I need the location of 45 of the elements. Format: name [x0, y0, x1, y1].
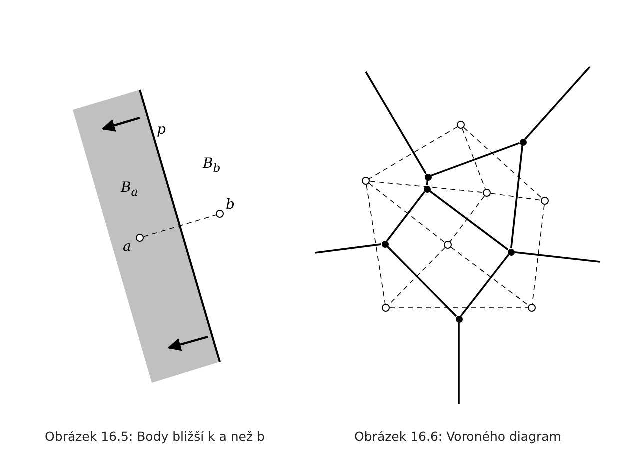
- dashed-line: [369, 126, 458, 180]
- line: [458, 322, 460, 404]
- dashed-line: [462, 128, 486, 190]
- line: [386, 246, 458, 318]
- dashed-line: [464, 127, 542, 199]
- vertex-dot: [424, 174, 432, 180]
- line: [429, 190, 509, 251]
- line: [365, 72, 427, 174]
- figure-caption: Obrázek 16.6: Voroného diagram: [354, 429, 562, 444]
- point-marker: [362, 177, 370, 185]
- dashed-line: [532, 204, 545, 304]
- dashed-line: [370, 181, 484, 193]
- dashed-line: [368, 183, 446, 243]
- dashed-line: [450, 247, 530, 306]
- line: [514, 252, 600, 263]
- math-label: B$_{b}$: [203, 157, 221, 174]
- math-label: p: [157, 123, 166, 137]
- line: [460, 254, 510, 317]
- point-marker: [528, 304, 536, 312]
- point-label: b: [226, 198, 235, 212]
- vertex-dot: [520, 138, 526, 146]
- vertex-dot: [424, 186, 430, 192]
- point-marker: [483, 189, 491, 197]
- vertex-dot: [382, 240, 388, 248]
- point-marker: [216, 210, 224, 218]
- vertex-dot: [456, 316, 462, 322]
- line: [430, 142, 520, 177]
- point-marker: [457, 121, 465, 129]
- dashed-line: [490, 193, 542, 201]
- math-label: B$_{a}$: [121, 181, 138, 198]
- point-label: a: [123, 240, 132, 254]
- dashed-line: [450, 196, 485, 242]
- point-marker: [382, 304, 390, 312]
- line: [386, 191, 426, 242]
- dashed-line: [143, 214, 217, 238]
- vertex-dot: [508, 248, 514, 256]
- dashed-line: [366, 184, 386, 304]
- point-marker: [444, 241, 452, 249]
- line: [314, 244, 382, 254]
- line: [524, 66, 591, 140]
- point-marker: [541, 197, 549, 205]
- line: [426, 180, 429, 186]
- line: [510, 145, 524, 249]
- dashed-line: [388, 247, 446, 306]
- figure-caption: Obrázek 16.5: Body bližší k a než b: [45, 429, 265, 444]
